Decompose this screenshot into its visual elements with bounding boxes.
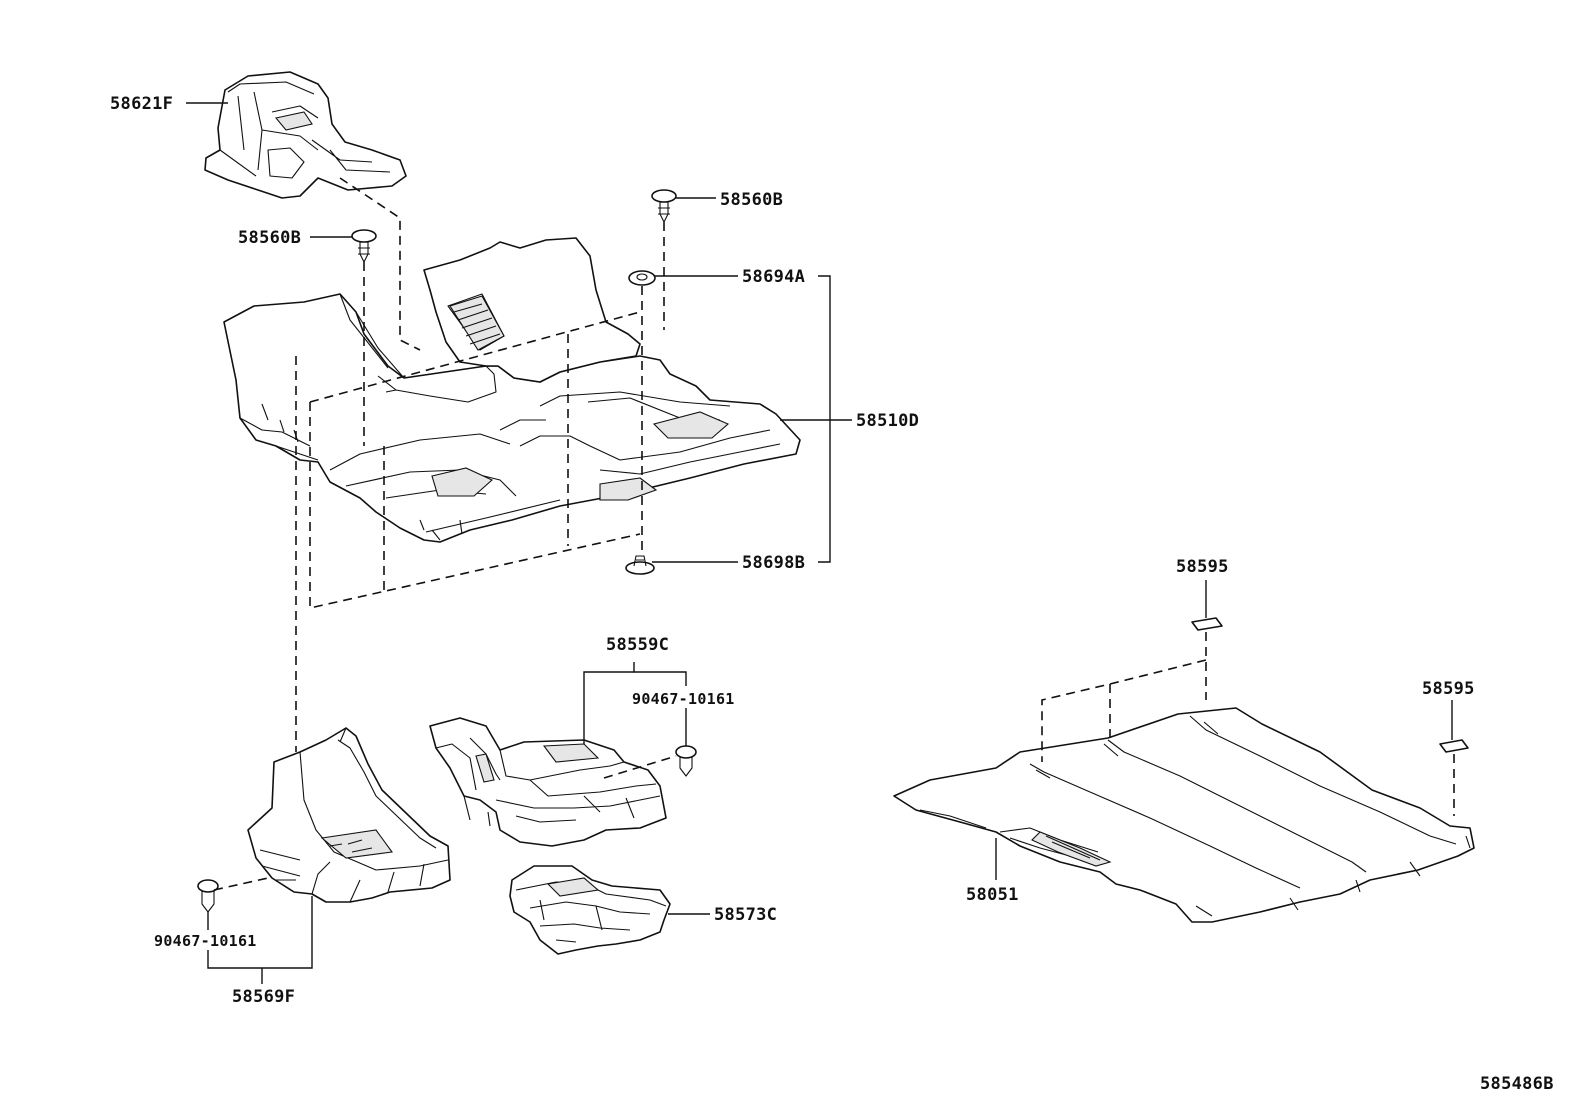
part-third-row-carpet[interactable] [509, 865, 671, 955]
spacer-top-icon[interactable] [1191, 617, 1223, 631]
part-tunnel-cover[interactable] [204, 71, 407, 199]
clip-right-icon[interactable] [651, 189, 677, 223]
part-labels: 58621F 58560B 58560B 58694A 58510D 58698… [110, 94, 1554, 1094]
part-front-left-carpet[interactable] [247, 727, 451, 903]
label-third-row-carpet: 58573C [714, 905, 777, 925]
label-spacer-right: 58595 [1422, 679, 1475, 699]
part-rear-floor-carpet[interactable] [893, 707, 1475, 923]
spacer-right-icon[interactable] [1439, 739, 1469, 753]
label-clip-right: 58560B [720, 190, 783, 210]
label-tunnel-cover: 58621F [110, 94, 173, 114]
clip-left-icon[interactable] [351, 229, 377, 263]
label-second-row-carpet: 58559C [606, 635, 669, 655]
label-spacer-top: 58595 [1176, 557, 1229, 577]
assembly-lines [213, 177, 1455, 891]
label-clip-second-row: 90467-10161 [632, 690, 735, 708]
clip-second-row-icon[interactable] [675, 745, 697, 777]
label-retainer-bottom: 58698B [742, 553, 805, 573]
label-clip-front-left: 90467-10161 [154, 932, 257, 950]
label-front-left-carpet: 58569F [232, 987, 295, 1007]
label-retainer-top: 58694A [742, 267, 805, 287]
clip-front-left-icon[interactable] [197, 879, 219, 913]
leader-lines [186, 102, 1453, 984]
retainer-top-icon[interactable] [628, 270, 656, 286]
label-rear-floor-carpet: 58051 [966, 885, 1019, 905]
part-second-row-carpet[interactable] [429, 717, 667, 847]
label-front-carpet: 58510D [856, 411, 919, 431]
part-front-floor-carpet[interactable] [223, 237, 801, 543]
diagram-id: 585486B [1480, 1074, 1554, 1094]
retainer-bottom-icon[interactable] [625, 555, 655, 575]
label-clip-left: 58560B [238, 228, 301, 248]
